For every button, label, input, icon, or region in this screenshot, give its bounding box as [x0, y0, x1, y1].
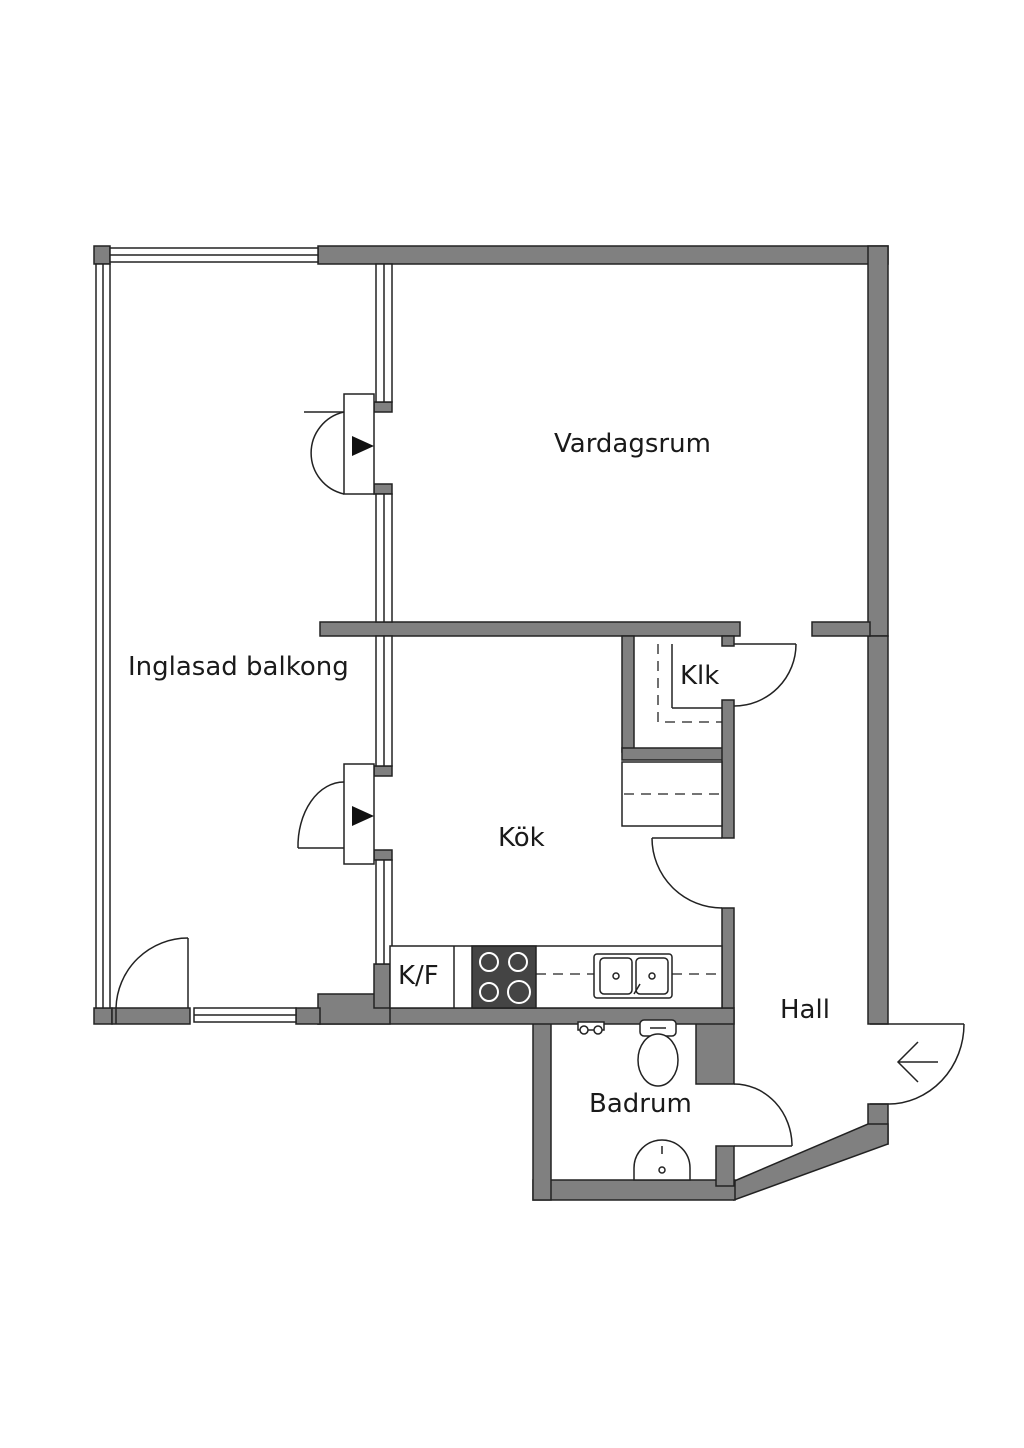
wall-stub-3 — [373, 765, 393, 777]
door-swing-kitchen — [297, 781, 345, 849]
wall-right-upper — [867, 245, 889, 637]
arrow-right-icon — [352, 436, 374, 456]
wall-balcony-corner-tl — [93, 245, 111, 265]
wall-stub-2 — [373, 483, 393, 495]
washbasin-icon — [633, 1139, 691, 1181]
door-swing-kitchen-hall — [651, 837, 723, 909]
wall-hall-divider — [721, 907, 735, 1009]
burner-icon — [479, 982, 499, 1002]
wall-bath-hall-low — [715, 1145, 735, 1187]
wall-hall-angled — [731, 1123, 889, 1202]
wall-right-lower — [867, 635, 889, 1025]
burner-icon — [479, 952, 499, 972]
kitchen-fixtures — [389, 644, 723, 1009]
wall-stub-1 — [373, 401, 393, 413]
wall-middle — [319, 621, 741, 637]
wall-balcony-bottom — [111, 1007, 191, 1025]
wall-balcony-corner-bl — [93, 1007, 113, 1025]
wall-stub-4 — [373, 849, 393, 861]
wall-klk-top-stub — [721, 635, 735, 647]
wall-middle-right — [811, 621, 871, 637]
burner-icon — [507, 980, 531, 1004]
wall-klk-bottom — [621, 747, 725, 761]
label-kf: K/F — [398, 961, 439, 991]
fridge-freezer — [621, 761, 723, 827]
door-swing-bath — [733, 1083, 793, 1147]
sink-icon — [593, 953, 673, 999]
label-vardagsrum: Vardagsrum — [554, 429, 711, 459]
arrow-right-icon — [352, 806, 374, 826]
wall-bath-left — [532, 1009, 552, 1201]
label-badrum: Badrum — [589, 1089, 692, 1119]
closet-shelf — [657, 644, 722, 723]
wall-klk-right — [721, 699, 735, 839]
walls — [93, 245, 889, 1202]
entrance-arrow-icon — [896, 1041, 938, 1083]
wall-top — [317, 245, 889, 265]
doors — [115, 393, 965, 1147]
room-labels: Vardagsrum Inglasad balkong Klk Kök K/F … — [128, 429, 830, 1119]
label-klk: Klk — [680, 661, 719, 691]
wall-klk-left — [621, 635, 635, 753]
label-balkong: Inglasad balkong — [128, 652, 349, 682]
label-kok: Kök — [498, 823, 545, 853]
wall-bath-bottom — [532, 1179, 736, 1201]
door-swing-klk — [733, 643, 797, 707]
windows — [95, 247, 393, 1023]
door-swing-balcony — [115, 937, 189, 1009]
door-swing-living — [310, 411, 345, 495]
door-swing-entrance — [887, 1023, 965, 1105]
label-hall: Hall — [780, 995, 830, 1025]
wall-balcony-bottom-right — [295, 1007, 321, 1025]
bathroom-fixtures — [577, 1019, 691, 1181]
wall-kf-left — [373, 963, 391, 1009]
shower-icon — [577, 1021, 605, 1035]
burner-icon — [508, 952, 528, 972]
toilet-icon — [637, 1019, 679, 1087]
